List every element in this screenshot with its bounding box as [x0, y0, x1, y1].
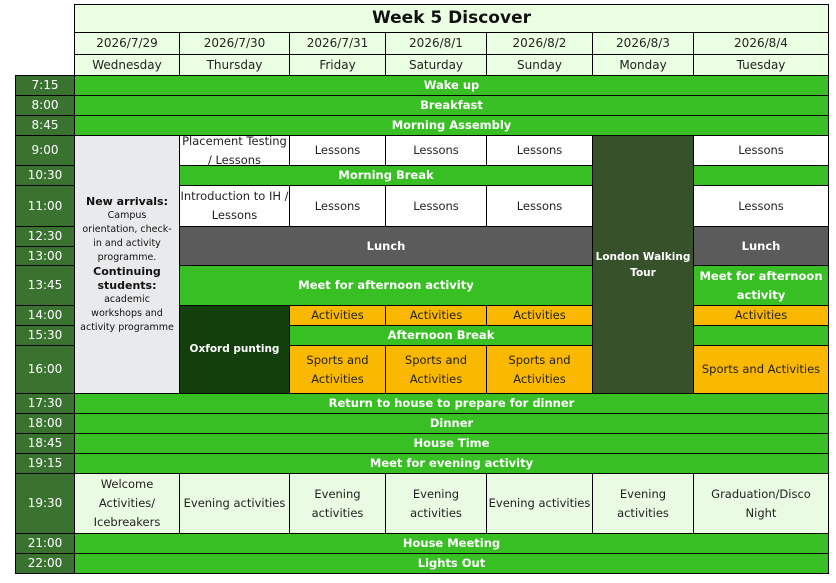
- time-label: 13:45: [16, 266, 74, 305]
- day-header: Sunday: [487, 55, 592, 75]
- date-header: 2026/7/30: [180, 33, 289, 54]
- time-label: 13:00: [16, 247, 74, 265]
- meet-afternoon-cell: Meet for afternoon activity: [694, 266, 828, 305]
- continuing-text: academic workshops and activity programm…: [80, 293, 174, 333]
- time-label: 7:15: [16, 76, 74, 95]
- date-header: 2026/8/3: [593, 33, 693, 54]
- lessons-cell: Lessons: [386, 136, 486, 165]
- morning-break-blank: [694, 166, 828, 185]
- meet-afternoon-cell: Meet for afternoon activity: [180, 266, 592, 305]
- afternoon-break-blank: [694, 326, 828, 345]
- sports-cell: Sports and Activities: [487, 346, 592, 393]
- day-header: Thursday: [180, 55, 289, 75]
- lessons-cell: Lessons: [290, 136, 385, 165]
- sports-cell: Sports and Activities: [694, 346, 828, 393]
- lessons-cell: Lessons: [694, 186, 828, 226]
- date-header: 2026/8/2: [487, 33, 592, 54]
- lessons-cell: Lessons: [487, 136, 592, 165]
- breakfast-row: Breakfast: [75, 96, 828, 115]
- time-label: 11:00: [16, 186, 74, 226]
- time-label: 8:00: [16, 96, 74, 115]
- date-header: 2026/7/29: [75, 33, 179, 54]
- return-row: Return to house to prepare for dinner: [75, 394, 828, 413]
- placement-cell: Placement Testing / Lessons: [180, 136, 289, 165]
- time-label: 18:45: [16, 434, 74, 453]
- lessons-cell: Lessons: [386, 186, 486, 226]
- sports-cell: Sports and Activities: [290, 346, 385, 393]
- activities-cell: Activities: [487, 306, 592, 325]
- day-header: Friday: [290, 55, 385, 75]
- timetable: Week 5 Discover 2026/7/29 2026/7/30 2026…: [14, 3, 829, 574]
- activities-cell: Activities: [386, 306, 486, 325]
- date-header: 2026/7/31: [290, 33, 385, 54]
- evening-cell: Graduation/Disco Night: [694, 474, 828, 533]
- day-header: Saturday: [386, 55, 486, 75]
- assembly-row: Morning Assembly: [75, 116, 828, 135]
- time-label: 9:00: [16, 136, 74, 165]
- time-label: 19:15: [16, 454, 74, 473]
- time-label: 16:00: [16, 346, 74, 393]
- evening-cell: Evening activities: [180, 474, 289, 533]
- new-arrivals-cell: New arrivals: Campus orientation, check-…: [75, 136, 179, 393]
- time-label: 19:30: [16, 474, 74, 533]
- activities-cell: Activities: [694, 306, 828, 325]
- lunch-cell: Lunch: [694, 227, 828, 265]
- date-header: 2026/8/4: [694, 33, 828, 54]
- time-label: 10:30: [16, 166, 74, 185]
- oxford-punting-cell: Oxford punting: [180, 306, 289, 393]
- afternoon-break-cell: Afternoon Break: [290, 326, 592, 345]
- evening-cell: Evening activities: [290, 474, 385, 533]
- corner-blank: [14, 3, 74, 75]
- time-label: 14:00: [16, 306, 74, 325]
- sports-cell: Sports and Activities: [386, 346, 486, 393]
- continuing-heading: Continuing students:: [93, 264, 161, 292]
- meet-evening-row: Meet for evening activity: [75, 454, 828, 473]
- day-header: Wednesday: [75, 55, 179, 75]
- time-label: 22:00: [16, 554, 74, 573]
- evening-cell: Welcome Activities/ Icebreakers: [75, 474, 179, 533]
- evening-cell: Evening activities: [593, 474, 693, 533]
- page-title: Week 5 Discover: [75, 5, 828, 32]
- time-label: 8:45: [16, 116, 74, 135]
- new-arrivals-text: Campus orientation, check-in and activit…: [82, 209, 172, 263]
- time-label: 17:30: [16, 394, 74, 413]
- time-label: 21:00: [16, 534, 74, 553]
- dinner-row: Dinner: [75, 414, 828, 433]
- lunch-cell: Lunch: [180, 227, 592, 265]
- lights-out-row: Lights Out: [75, 554, 828, 573]
- house-time-row: House Time: [75, 434, 828, 453]
- activities-cell: Activities: [290, 306, 385, 325]
- evening-cell: Evening activities: [487, 474, 592, 533]
- wake-up-row: Wake up: [75, 76, 828, 95]
- time-label: 15:30: [16, 326, 74, 345]
- lessons-cell: Lessons: [290, 186, 385, 226]
- evening-cell: Evening activities: [386, 474, 486, 533]
- date-header: 2026/8/1: [386, 33, 486, 54]
- lessons-cell: Lessons: [487, 186, 592, 226]
- time-label: 18:00: [16, 414, 74, 433]
- lessons-cell: Lessons: [694, 136, 828, 165]
- house-meeting-row: House Meeting: [75, 534, 828, 553]
- morning-break-cell: Morning Break: [180, 166, 592, 185]
- intro-cell: Introduction to IH / Lessons: [180, 186, 289, 226]
- day-header: Monday: [593, 55, 693, 75]
- new-arrivals-heading: New arrivals:: [85, 194, 168, 208]
- time-label: 12:30: [16, 227, 74, 246]
- day-header: Tuesday: [694, 55, 828, 75]
- london-tour-cell: London Walking Tour: [593, 136, 693, 393]
